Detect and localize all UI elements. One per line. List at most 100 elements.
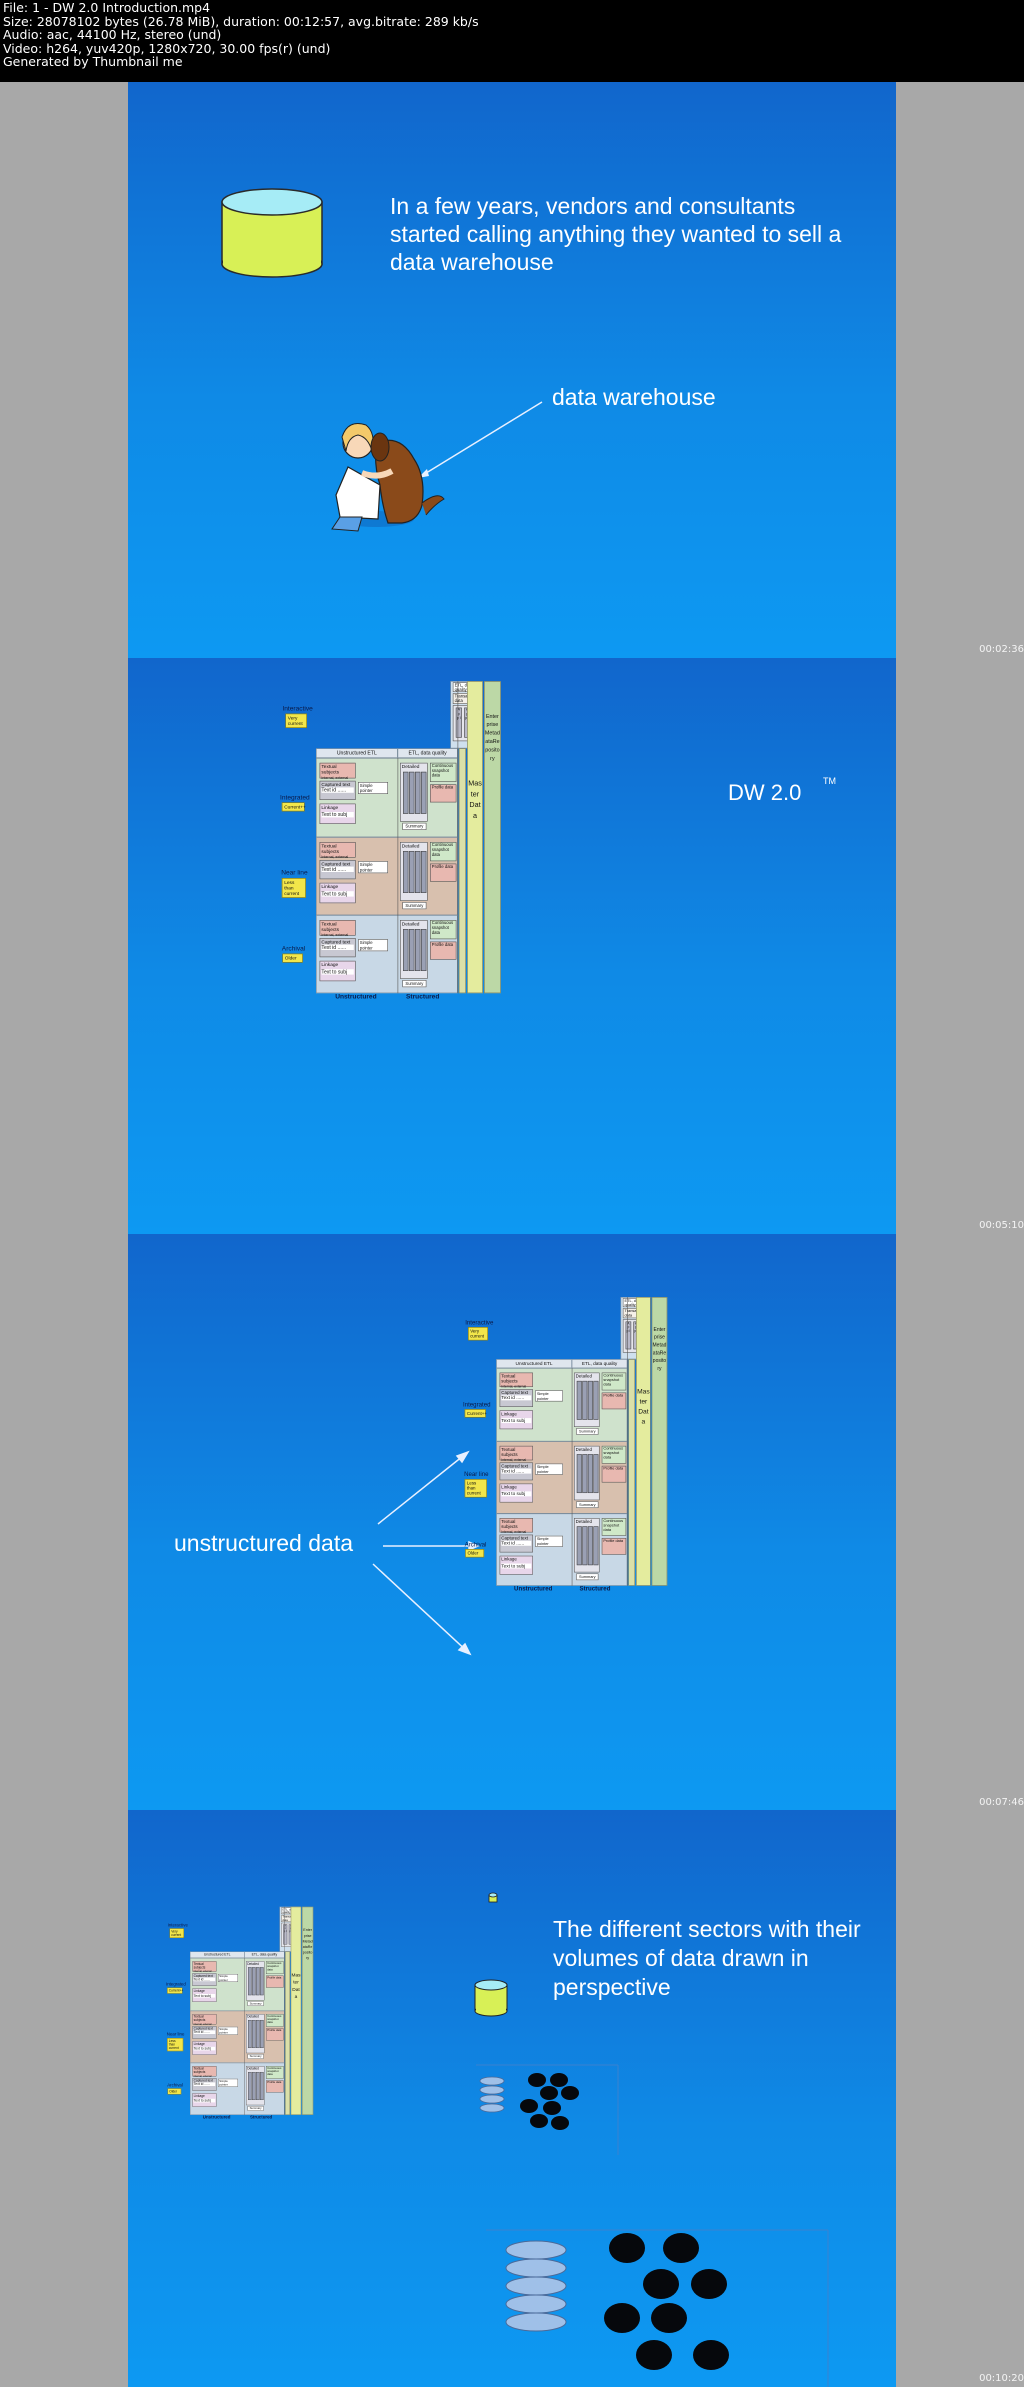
enterprise-metadata-repository-strip: EnterpriseMetadataRepository (302, 1906, 314, 2115)
continuous-snapshot-box: Continuous snapshot data (601, 1518, 627, 1536)
detailed-box: Detailed (574, 1372, 600, 1427)
sticky-less-than-current: Less than current (464, 1479, 487, 1498)
sector-label-archival: Archival (167, 2082, 183, 2088)
dw20-diagram: Interactive Very current Integrated Curr… (166, 1906, 326, 2120)
profile-data-box: Profile data (601, 1537, 627, 1555)
simple-pointer-box: Simple pointer (535, 1463, 563, 1475)
unstructured-arrows (372, 1450, 480, 1656)
info-line-video: Video: h264, yuv420p, 1280x720, 30.00 fp… (3, 40, 331, 56)
sticky-current-plus: Current++ (281, 802, 306, 812)
continuous-snapshot-box: Continuous snapshot data (430, 920, 457, 940)
sticky-current-plus: Current++ (167, 1987, 184, 1994)
data-warehouse-label: data warehouse (552, 384, 716, 410)
bottom-label-structured: Structured (250, 2114, 273, 2120)
info-line-generator: Generated by Thumbnail me (3, 54, 183, 70)
summary-box: Summary (576, 1428, 599, 1435)
slide-1-vendors: In a few years, vendors and consultants … (128, 82, 896, 658)
master-data-strip: Master Data (467, 681, 483, 994)
continuous-snapshot-box: Continuous snapshot data (430, 842, 457, 862)
detailed-box: Detailed (246, 2066, 265, 2106)
dw20-title: DW 2.0 (728, 780, 802, 805)
continuous-snapshot-box: Continuous snapshot data (430, 762, 457, 782)
summary-box: Summary (402, 822, 427, 830)
structured-etl-header: ETL, data quality (397, 748, 458, 758)
master-data-strip: Master Data (290, 1906, 302, 2115)
bottom-label-unstructured: Unstructured (514, 1585, 553, 1593)
summary-box: Summary (576, 1501, 599, 1509)
sector-label-archival: Archival (281, 945, 306, 953)
sticky-older: Older (282, 953, 303, 963)
record-dots-small (520, 2073, 579, 2130)
small-cylinder-icon (488, 1892, 498, 1903)
unstructured-etl-header: Unstructured ETL (496, 1359, 572, 1369)
info-line-audio: Audio: aac, 44100 Hz, stereo (und) (3, 27, 222, 43)
sticky-older: Older (167, 2088, 182, 2095)
enterprise-metadata-repository-strip: EnterpriseMetadataRepository (651, 1297, 668, 1586)
unstructured-etl-header: Unstructured ETL (190, 1951, 245, 1958)
summary-box: Summary (247, 2054, 264, 2059)
summary-box: Summary (402, 902, 427, 910)
medium-cylinder-icon (474, 1979, 508, 2017)
perspective-volumes-drawing (474, 1892, 829, 2387)
summary-box: Summary (247, 2106, 264, 2111)
video-info-header: File: 1 - DW 2.0 Introduction.mp4 Size: … (0, 0, 1024, 82)
timestamp-1: 00:02:36 (979, 644, 1024, 655)
bottom-label-structured: Structured (579, 1585, 611, 1593)
timestamp-4: 00:10:20 (979, 2373, 1024, 2384)
simple-pointer-box: Simple pointer (358, 782, 388, 794)
unstructured-etl-header: Unstructured ETL (316, 748, 398, 758)
profile-data-box: Profile data (266, 2028, 284, 2041)
sector-label-integrated: Integrated (280, 794, 310, 802)
app-column: A p p l (455, 707, 462, 738)
summary-box: Summary (247, 2001, 264, 2006)
detailed-box: Detailed (400, 920, 428, 979)
profile-data-box: Profile data (601, 1465, 627, 1483)
unstructured-data-label: unstructured data (174, 1530, 354, 1556)
simple-pointer-box: Simple pointer (535, 1535, 563, 1547)
continuous-snapshot-box: Continuous snapshot data (266, 2066, 284, 2079)
simple-pointer-box: Simple pointer (218, 2026, 238, 2035)
detailed-box: Detailed (246, 2014, 265, 2054)
sector-label-interactive: Interactive (167, 1922, 188, 1928)
detailed-box: Detailed (574, 1445, 600, 1501)
sector-label-integrated: Integrated (463, 1401, 491, 1409)
enterprise-metadata-repository-strip: EnterpriseMetadataRepository (484, 681, 501, 994)
continuous-snapshot-box: Continuous snapshot data (266, 1961, 284, 1974)
sticky-very-current: Very current (285, 713, 307, 728)
continuous-snapshot-box: Continuous snapshot data (601, 1445, 627, 1464)
summary-box: Summary (402, 980, 427, 988)
simple-pointer-box: Simple pointer (358, 939, 388, 952)
slide-1-title: In a few years, vendors and consultants … (390, 193, 842, 275)
pointer-arrow (417, 401, 543, 479)
sticky-current-plus: Current++ (464, 1409, 487, 1418)
person-hugging-dog-clipart-icon (331, 423, 445, 532)
slide-4-sectors-perspective: Interactive Very current Integrated Curr… (128, 1810, 896, 2387)
profile-data-box: Profile data (601, 1392, 627, 1410)
detailed-box: Detailed (574, 1518, 600, 1573)
sector-label-near-line: Near line (281, 869, 308, 877)
app-column: A p p l (283, 1924, 288, 1945)
database-cylinder-icon (221, 188, 323, 278)
continuous-snapshot-box: Continuous snapshot data (266, 2014, 284, 2027)
sector-label-interactive: Interactive (282, 705, 313, 713)
sticky-less-than-current: Less than current (281, 878, 306, 898)
profile-data-box: Profile data (430, 941, 457, 960)
detailed-box: Detailed (400, 762, 428, 822)
sticky-very-current: Very current (467, 1327, 488, 1341)
sector-label-archival: Archival (464, 1541, 487, 1548)
timestamp-3: 00:07:46 (979, 1797, 1024, 1808)
pointer-strip (628, 1359, 636, 1586)
